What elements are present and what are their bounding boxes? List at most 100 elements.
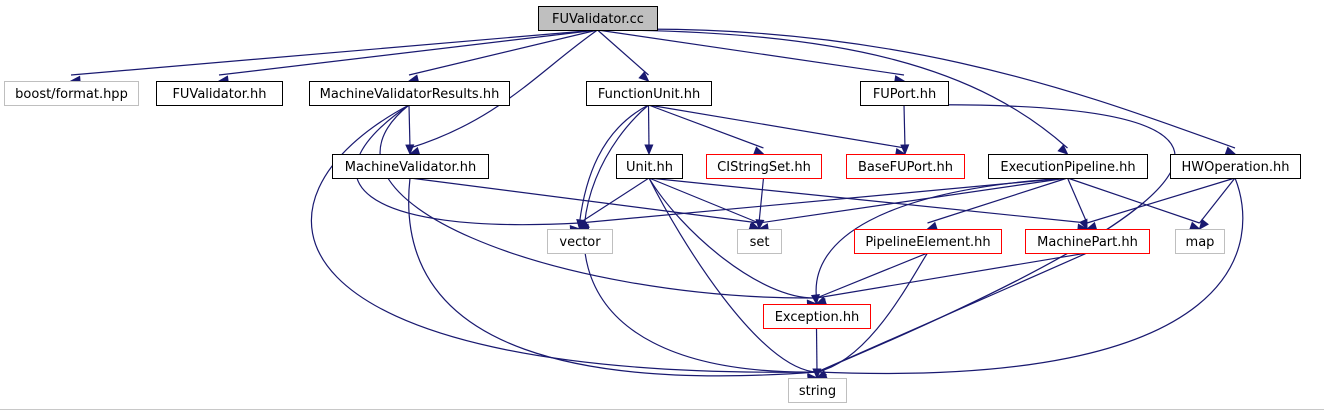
node-unit-hh[interactable]: Unit.hh (616, 154, 683, 179)
edge-hwoperation-hh-to-machinepart-hh (1086, 177, 1236, 224)
edge-fuvalidator-cc-to-boost-format-hpp (70, 29, 598, 76)
node-box (737, 229, 782, 254)
arrowhead-machinepart-hh-to-string (815, 370, 828, 379)
arrowhead-hwoperation-hh-to-map (1198, 218, 1209, 231)
node-exception-hh[interactable]: Exception.hh (763, 304, 871, 329)
edge-functionunit-hh-to-vector (578, 104, 649, 224)
edge-executionpipeline-hh-to-pipelineelement-hh (927, 177, 1068, 224)
node-label: HWOperation.hh (1182, 160, 1290, 175)
edge-fuvalidator-cc-to-hwoperation-hh (597, 28, 1236, 149)
node-box (309, 81, 510, 106)
node-label: map (1186, 235, 1215, 250)
node-label: Unit.hh (626, 160, 673, 175)
edge-unit-hh-to-exception-hh (648, 177, 817, 299)
node-label: FunctionUnit.hh (598, 87, 700, 102)
edge-machinevalidator-hh-to-set (409, 177, 760, 224)
edge-unit-hh-to-set (648, 177, 760, 224)
node-machinevalidator-hh[interactable]: MachineValidator.hh (332, 154, 489, 179)
arrowhead-machinevalidatorresults-hh-to-machinevalidator-hh (405, 144, 415, 156)
node-box (854, 229, 1002, 254)
node-label: string (799, 384, 836, 399)
arrowhead-exception-hh-to-string (812, 368, 822, 380)
node-hwoperation-hh[interactable]: HWOperation.hh (1170, 154, 1301, 179)
node-label: boost/format.hpp (15, 87, 128, 102)
edge-fuvalidator-cc-to-machinevalidatorresults-hh (408, 29, 598, 76)
node-label: ExecutionPipeline.hh (1000, 160, 1135, 175)
edge-layer (69, 28, 1244, 384)
edge-executionpipeline-hh-to-vector (579, 177, 1068, 224)
node-executionpipeline-hh[interactable]: ExecutionPipeline.hh (988, 154, 1148, 179)
node-box (988, 154, 1148, 179)
node-box (538, 6, 658, 31)
node-pipelineelement-hh[interactable]: PipelineElement.hh (854, 229, 1002, 254)
edge-cistringset-hh-to-set (758, 177, 765, 224)
node-label: FUValidator.hh (172, 87, 266, 102)
edge-executionpipeline-hh-to-machinepart-hh (1066, 177, 1088, 224)
edge-machinevalidatorresults-hh-to-string (311, 104, 818, 373)
edge-machinevalidatorresults-hh-to-exception-hh (379, 104, 817, 299)
node-fuvalidator-cc[interactable]: FUValidator.cc (538, 6, 658, 31)
arrowhead-fuvalidator-cc-to-hwoperation-hh (1224, 146, 1237, 156)
edge-fuvalidator-cc-to-fuvalidator-hh (218, 29, 598, 76)
node-string: string (788, 378, 847, 403)
node-box (1175, 229, 1225, 254)
bottom-divider (0, 409, 1324, 410)
edge-fuvalidator-cc-to-fuport-hh (597, 29, 905, 76)
node-box (763, 304, 871, 329)
node-label: FUPort.hh (873, 87, 936, 102)
edge-machinepart-hh-to-exception-hh (816, 252, 1088, 299)
edge-machinevalidator-hh-to-string (408, 177, 818, 377)
node-label: FUValidator.cc (552, 12, 644, 27)
arrowhead-fuvalidator-cc-to-functionunit-hh (638, 71, 650, 82)
node-label: set (750, 235, 770, 250)
edge-pipelineelement-hh-to-exception-hh (816, 252, 928, 299)
node-box (706, 154, 822, 179)
node-box (1170, 154, 1301, 179)
edge-unit-hh-to-string (648, 177, 818, 373)
edge-fuvalidator-cc-to-functionunit-hh (597, 29, 649, 76)
edge-executionpipeline-hh-to-set (758, 177, 1068, 224)
node-label: MachinePart.hh (1037, 235, 1138, 250)
node-label: vector (559, 235, 601, 250)
node-fuport-hh[interactable]: FUPort.hh (860, 81, 949, 106)
node-box (156, 81, 283, 106)
edge-executionpipeline-hh-to-exception-hh (815, 177, 1068, 299)
node-machinepart-hh[interactable]: MachinePart.hh (1025, 229, 1150, 254)
node-label: Exception.hh (775, 310, 860, 325)
edge-unit-hh-to-vector (579, 177, 650, 224)
node-label: MachineValidatorResults.hh (320, 87, 500, 102)
node-set: set (737, 229, 782, 254)
edge-machinevalidatorresults-hh-to-machinevalidator-hh (408, 104, 411, 149)
edge-executionpipeline-hh-to-map (1067, 177, 1200, 224)
node-cistringset-hh[interactable]: CIStringSet.hh (706, 154, 822, 179)
node-label: PipelineElement.hh (865, 235, 990, 250)
node-box (1025, 229, 1150, 254)
edge-hwoperation-hh-to-string (816, 177, 1244, 374)
arrowhead-hwoperation-hh-to-machinepart-hh (1085, 221, 1098, 231)
node-label: CIStringSet.hh (717, 160, 811, 175)
node-label: BaseFUPort.hh (858, 160, 953, 175)
node-fuvalidator-hh[interactable]: FUValidator.hh (156, 81, 283, 106)
node-vector: vector (547, 229, 613, 254)
edge-pipelineelement-hh-to-string (816, 252, 929, 373)
node-functionunit-hh[interactable]: FunctionUnit.hh (586, 81, 712, 106)
node-box (860, 81, 949, 106)
edge-functionunit-hh-to-string (583, 104, 818, 373)
arrowhead-executionpipeline-hh-to-map (1189, 221, 1201, 231)
node-box (332, 154, 489, 179)
edge-fuport-hh-to-basefuport-hh (903, 104, 906, 149)
node-basefuport-hh[interactable]: BaseFUPort.hh (846, 154, 965, 179)
node-box (547, 229, 613, 254)
node-box (788, 378, 847, 403)
arrowhead-fuvalidator-cc-to-executionpipeline-hh (1057, 144, 1069, 155)
node-label: MachineValidator.hh (345, 160, 477, 175)
arrowhead-executionpipeline-hh-to-pipelineelement-hh (926, 221, 938, 231)
arrowhead-executionpipeline-hh-to-exception-hh (810, 294, 820, 306)
edge-exception-hh-to-string (815, 327, 818, 373)
node-box (586, 81, 712, 106)
edge-unit-hh-to-machinepart-hh (648, 177, 1088, 224)
arrowhead-functionunit-hh-to-unit-hh (644, 144, 654, 156)
node-machinevalidatorresults-hh[interactable]: MachineValidatorResults.hh (309, 81, 510, 106)
edge-fuvalidator-cc-to-machinevalidator-hh (409, 29, 598, 149)
